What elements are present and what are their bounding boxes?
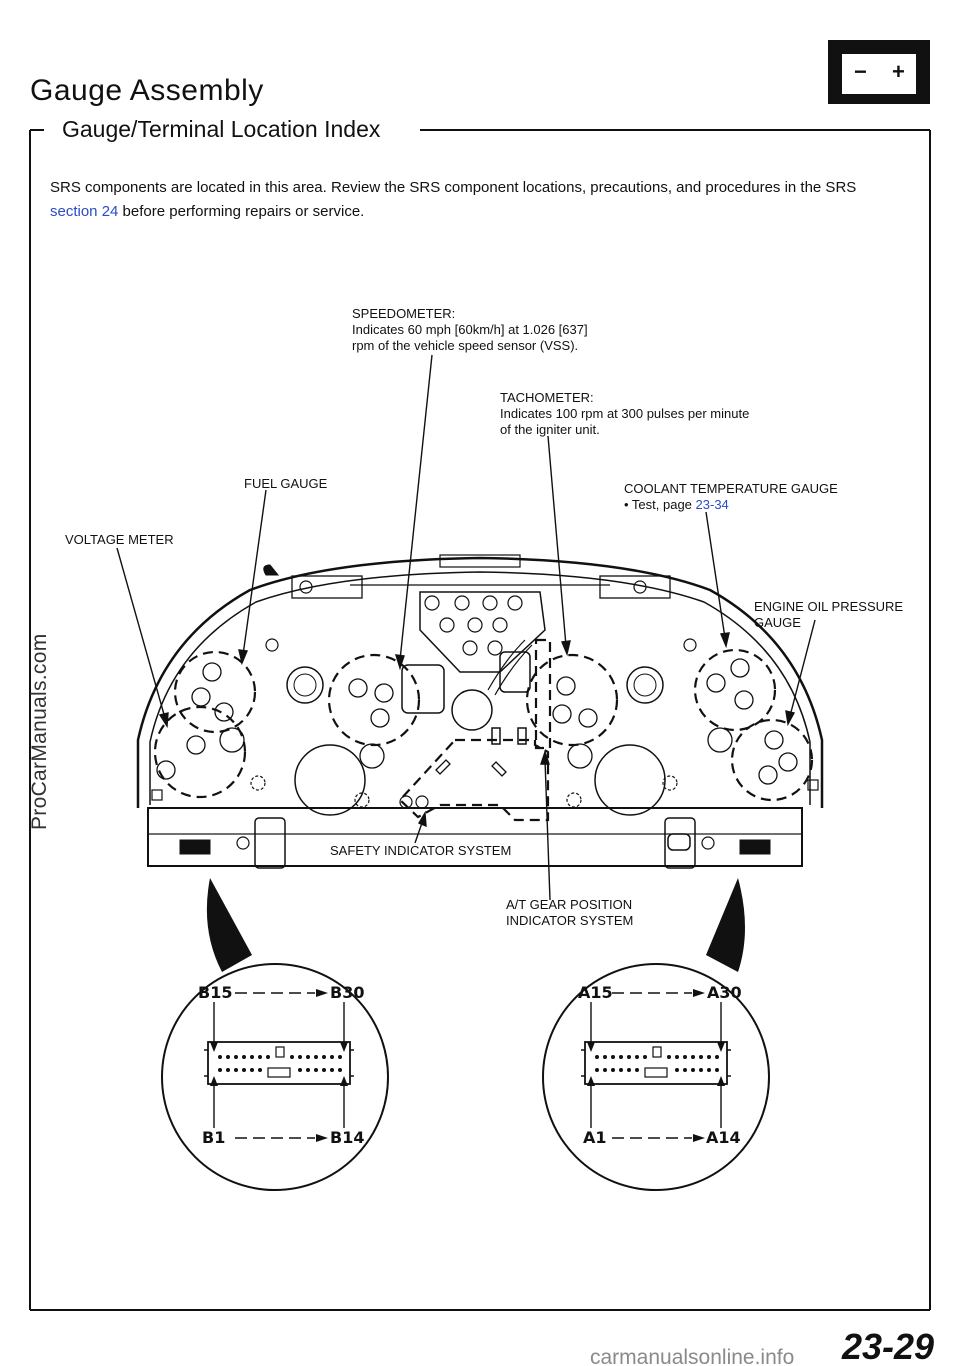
connector-b-top-left-label: B15	[198, 983, 232, 1002]
connector-b-top-right-label: B30	[330, 983, 364, 1002]
connector-a-top-left-label: A15	[578, 983, 613, 1002]
connector-b-detail	[161, 963, 389, 1191]
voltage-meter-label: VOLTAGE METER	[65, 532, 174, 547]
connector-a-bottom-right-label: A14	[706, 1128, 741, 1147]
tachometer-title: TACHOMETER:	[500, 390, 594, 405]
coolant-test: • Test, page 23-34	[624, 497, 838, 513]
oil-pressure-line1: ENGINE OIL PRESSURE	[754, 599, 904, 614]
coolant-callout: COOLANT TEMPERATURE GAUGE • Test, page 2…	[624, 481, 838, 513]
speedometer-line1: Indicates 60 mph [60km/h] at 1.026 [637]	[352, 322, 588, 337]
section-24-link[interactable]: section 24	[50, 203, 119, 220]
srs-notice-line2: section 24 before performing repairs or …	[50, 200, 856, 224]
connector-b-bottom-left-label: B1	[202, 1128, 225, 1147]
srs-notice-line1: SRS components are located in this area.…	[50, 179, 857, 196]
connector-a-bottom-left-label: A1	[583, 1128, 607, 1147]
speedometer-title: SPEEDOMETER:	[352, 306, 456, 321]
minus-symbol: −	[854, 59, 867, 84]
connector-a-top-right-label: A30	[707, 983, 742, 1002]
speedometer-callout: SPEEDOMETER: Indicates 60 mph [60km/h] a…	[352, 306, 588, 354]
speedometer-line2: rpm of the vehicle speed sensor (VSS).	[352, 338, 579, 353]
connector-a-detail	[542, 963, 770, 1191]
coolant-test-prefix: • Test, page	[624, 497, 696, 512]
battery-icon-face: − +	[842, 54, 916, 94]
page-title: Gauge Assembly	[30, 74, 264, 107]
srs-notice: SRS components are located in this area.…	[50, 176, 856, 224]
tachometer-line2: of the igniter unit.	[500, 422, 600, 437]
tachometer-callout: TACHOMETER: Indicates 100 rpm at 300 pul…	[500, 390, 749, 438]
page-number: 23-29	[842, 1326, 935, 1366]
section-subtitle: Gauge/Terminal Location Index	[58, 116, 387, 143]
footer-watermark: carmanualsonline.info	[590, 1346, 795, 1366]
oil-pressure-callout: ENGINE OIL PRESSURE GAUGE	[754, 599, 903, 631]
coolant-test-link[interactable]: 23-34	[695, 497, 729, 512]
leader-lines	[116, 354, 816, 901]
at-gear-line2: INDICATOR SYSTEM	[506, 913, 634, 928]
srs-notice-line2-rest: before performing repairs or service.	[118, 203, 365, 220]
at-gear-callout: A/T GEAR POSITION INDICATOR SYSTEM	[506, 897, 633, 929]
at-gear-line1: A/T GEAR POSITION	[506, 897, 633, 912]
side-watermark: ProCarManuals.com	[28, 633, 51, 831]
oil-pressure-line2: GAUGE	[754, 615, 801, 630]
cluster-housing	[136, 554, 824, 869]
connector-b-bottom-right-label: B14	[330, 1128, 364, 1147]
safety-indicator-label: SAFETY INDICATOR SYSTEM	[330, 843, 512, 858]
section-frame	[29, 129, 931, 1311]
magnifier-wedges	[206, 878, 745, 972]
battery-icon: − +	[828, 40, 930, 104]
coolant-title: COOLANT TEMPERATURE GAUGE	[624, 481, 838, 496]
plus-symbol: +	[892, 59, 905, 84]
fuel-gauge-label: FUEL GAUGE	[244, 476, 328, 491]
tachometer-line1: Indicates 100 rpm at 300 pulses per minu…	[500, 406, 750, 421]
